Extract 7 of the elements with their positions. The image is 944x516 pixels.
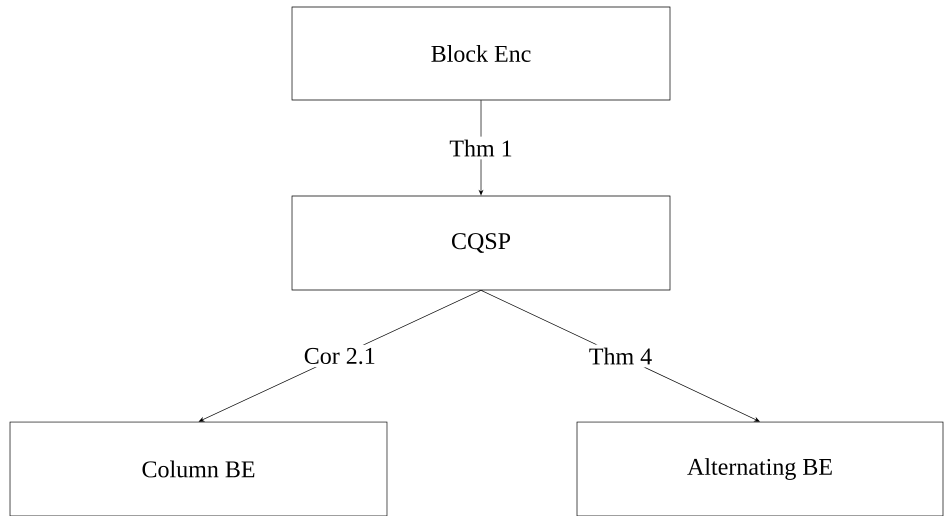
edge-label: Cor 2.1: [300, 344, 379, 368]
process-box: Column BE: [10, 422, 388, 516]
process-box: CQSP: [292, 196, 670, 290]
process-box: Alternating BE: [576, 422, 944, 516]
edge-label: Thm 4: [586, 344, 656, 368]
edge-label: Thm 1: [446, 136, 516, 160]
process-box: Block Enc: [292, 6, 670, 100]
